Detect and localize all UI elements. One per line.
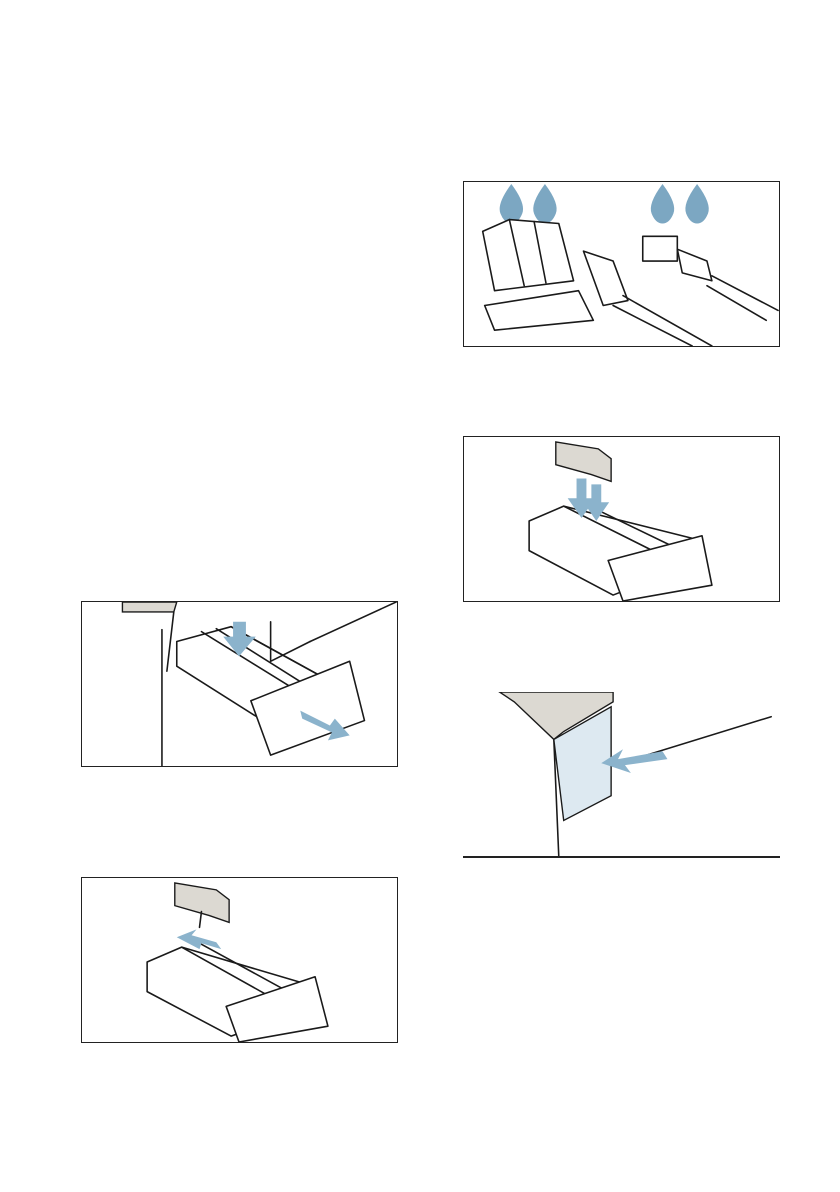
insert-cleaning-illustration <box>464 182 779 346</box>
water-drop-icon <box>500 184 523 224</box>
figure-remove-drawer <box>81 601 398 767</box>
drawer-close-illustration <box>463 692 780 856</box>
figure-detach-insert <box>81 877 398 1043</box>
insert-detach-illustration <box>82 878 397 1042</box>
figure-clean-insert <box>463 181 780 347</box>
figure-reattach-insert <box>463 436 780 602</box>
drawer-removal-illustration <box>82 602 397 766</box>
insert-reattach-illustration <box>464 437 779 601</box>
water-drop-icon <box>533 184 556 224</box>
figure-push-drawer-in <box>463 692 780 858</box>
water-drop-icon <box>685 184 708 224</box>
water-drop-icon <box>651 184 674 224</box>
